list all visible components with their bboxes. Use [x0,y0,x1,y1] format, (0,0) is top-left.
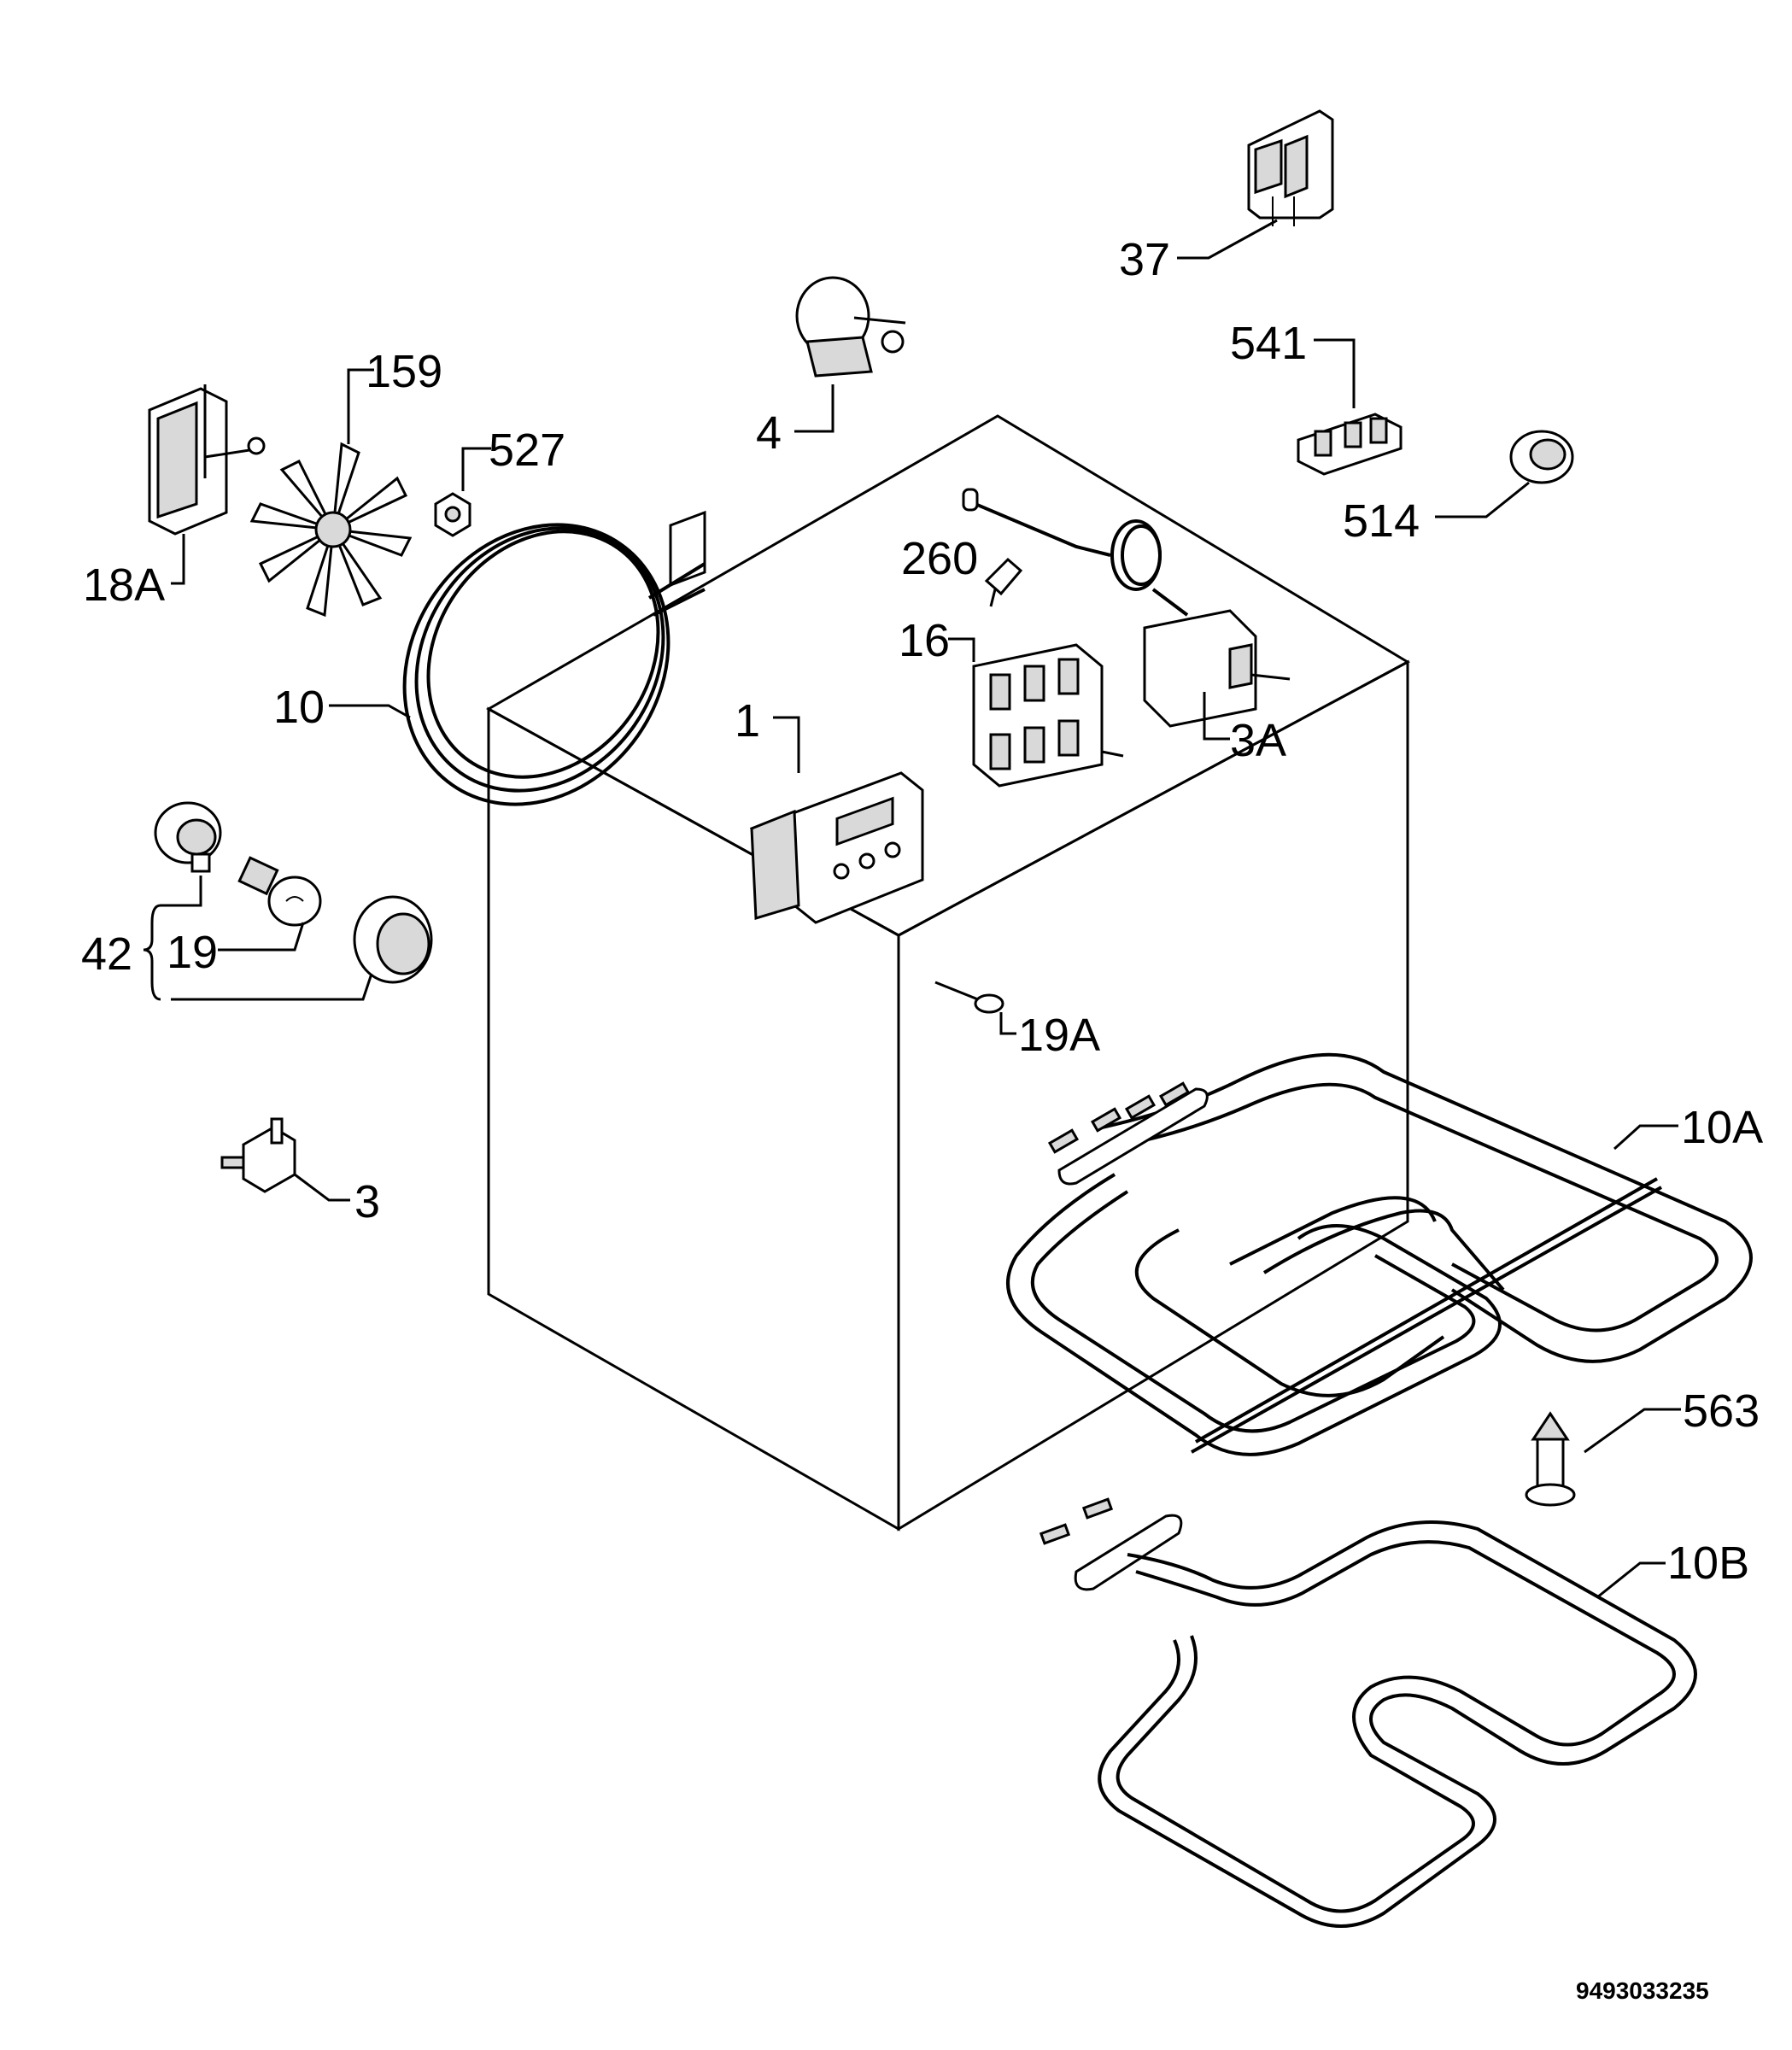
callout-19: 19 [167,927,218,978]
part-563-spacer-icon [1525,1411,1576,1507]
callout-563: 563 [1683,1385,1760,1437]
part-42-lamp-holder-icon [154,801,222,873]
callout-159: 159 [366,346,442,397]
callout-10A: 10A [1681,1102,1763,1153]
part-37-terminal-block-icon [1247,109,1334,226]
part-514-grommet-icon [1509,430,1574,484]
part-16-selector-switch-icon [972,643,1124,788]
part-527-nut-icon [434,492,471,537]
part-541-connector-icon [1297,413,1403,476]
callout-260: 260 [901,533,978,584]
callout-16: 16 [899,615,950,666]
part-159-fan-blade-icon [249,442,413,618]
callout-1: 1 [735,695,760,747]
callout-37: 37 [1119,234,1170,285]
part-10A-grill-element-icon [1006,1052,1753,1456]
part-42-lamp-cover-icon [353,895,433,984]
part-4-motor-icon [795,276,906,378]
callout-18A: 18A [83,559,165,611]
document-number: 9493033235 [1576,1977,1709,2004]
callout-3A: 3A [1230,715,1286,766]
part-18A-fan-motor-icon [148,384,266,536]
part-3A-thermostat-icon [962,488,1291,728]
part-1-electronic-timer-icon [749,771,924,924]
callout-10B: 10B [1667,1538,1749,1589]
part-19-lamp-bulb-icon [237,856,322,927]
callout-514: 514 [1343,495,1420,547]
callout-3: 3 [354,1176,380,1227]
part-10-circular-element-icon [402,510,706,806]
callout-541: 541 [1230,318,1307,369]
callout-527: 527 [489,425,565,476]
part-260-clip-icon [984,557,1023,607]
part-3-switch-icon [220,1117,296,1193]
callout-42: 42 [81,928,132,980]
part-19A-sensor-icon [934,981,1004,1014]
callout-19A: 19A [1018,1010,1100,1061]
part-10B-bottom-element-icon [1039,1497,1697,1928]
callout-10: 10 [273,682,325,733]
callout-4: 4 [756,407,782,459]
